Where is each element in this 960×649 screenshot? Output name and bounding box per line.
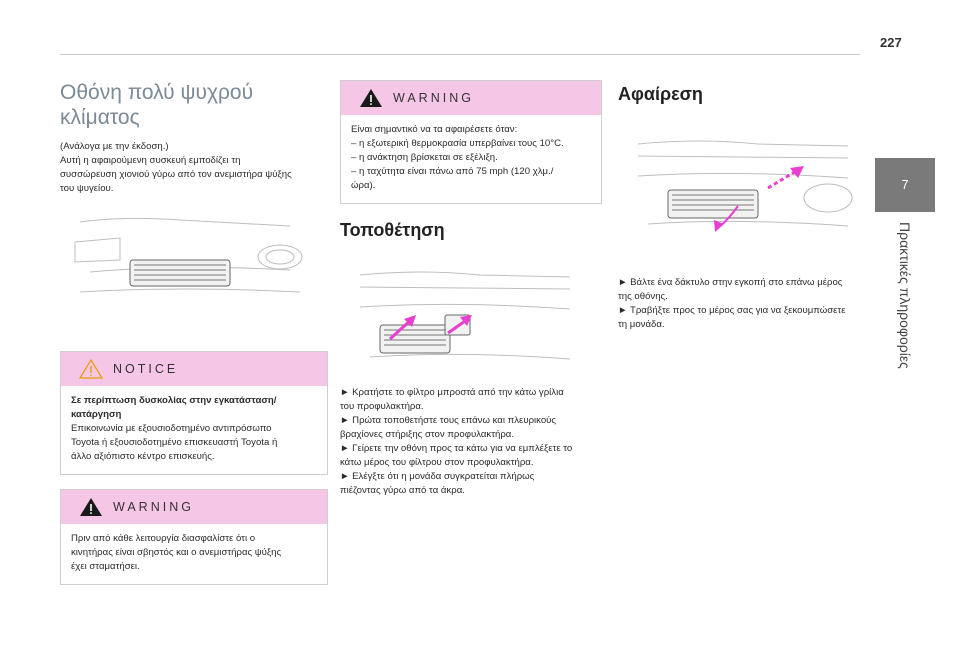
section-heading-removal: Αφαίρεση [618, 84, 703, 104]
notice-body: Σε περίπτωση δυσκολίας στην εγκατάσταση/… [61, 386, 327, 474]
intro-line: (Ανάλογα με την έκδοση.) [60, 141, 169, 152]
warning-line: – η ταχύτητα είναι πάνω από 75 mph (120 … [351, 166, 554, 177]
warning-triangle-icon [360, 89, 382, 107]
intro-line: του ψυγείου. [60, 183, 114, 194]
step-line: του προφυλακτήρα. [340, 401, 424, 412]
column-3: Αφαίρεση ► Βάλτε ένα δάκτυλο στην εγκοπή… [618, 80, 870, 332]
pull-arrow-head [790, 166, 804, 178]
warning-line: κινητήρας είναι σβηστός και ο ανεμιστήρα… [71, 547, 282, 558]
section-heading-installation: Τοποθέτηση [340, 220, 445, 240]
chapter-title: Πρακτικές πληροφορίες [897, 222, 913, 369]
notice-title-line: Σε περίπτωση δυσκολίας στην εγκατάσταση/ [71, 395, 277, 406]
warning-line: ώρα). [351, 180, 376, 191]
notice-title-line: κατάργηση [71, 409, 122, 420]
column-1: Οθόνη πολύ ψυχρού κλίματος (Ανάλογα με τ… [60, 80, 328, 599]
warning-header: WARNING [341, 81, 601, 115]
step-line: τη μονάδα. [618, 319, 665, 330]
notice-triangle-icon [79, 359, 103, 379]
removal-steps: ► Βάλτε ένα δάκτυλο στην εγκοπή στο επάν… [618, 276, 870, 332]
notice-line: άλλο αξιόπιστο κέντρο επισκευής. [71, 451, 215, 462]
warning-header: WARNING [61, 490, 327, 524]
intro-line: Αυτή η αφαιρούμενη συσκευή εμποδίζει τη [60, 155, 241, 166]
warning-line: έχει σταματήσει. [71, 561, 140, 572]
warning-label: WARNING [113, 500, 194, 514]
top-rule [60, 54, 860, 55]
warning-box-1: WARNING Πριν από κάθε λειτουργία διασφαλ… [60, 489, 328, 585]
notice-header: NOTICE [61, 352, 327, 386]
step-line: ► Κρατήστε το φίλτρο μπροστά από την κάτ… [340, 387, 564, 398]
step-line: ► Βάλτε ένα δάκτυλο στην εγκοπή στο επάν… [618, 277, 843, 288]
installation-illustration [359, 271, 571, 360]
warning-label: WARNING [393, 91, 474, 105]
notice-line: Toyota ή εξουσιοδοτημένο επισκευαστή Toy… [71, 437, 278, 448]
installation-steps: ► Κρατήστε το φίλτρο μπροστά από την κάτ… [340, 386, 602, 498]
warning-body: Είναι σημαντικό να τα αφαιρέσετε όταν: –… [341, 115, 601, 203]
step-line: κάτω μέρος του φίλτρου στον προφυλακτήρα… [340, 457, 534, 468]
chapter-tab[interactable]: 7 [875, 158, 935, 212]
step-line: ► Ελέγξτε ότι η μονάδα συγκρατείται πλήρ… [340, 471, 535, 482]
warning-box-2: WARNING Είναι σημαντικό να τα αφαιρέσετε… [340, 80, 602, 204]
bumper-screen-illustration [74, 217, 303, 293]
removal-illustration [637, 140, 853, 232]
step-line: ► Πρώτα τοποθετήστε τους επάνω και πλευρ… [340, 415, 557, 426]
notice-box: NOTICE Σε περίπτωση δυσκολίας στην εγκατ… [60, 351, 328, 475]
warning-line: Πριν από κάθε λειτουργία διασφαλίστε ότι… [71, 533, 256, 544]
step-line: ► Τραβήξτε προς το μέρος σας για να ξεκο… [618, 305, 846, 316]
page-number: 227 [880, 35, 902, 50]
warning-line: Είναι σημαντικό να τα αφαιρέσετε όταν: [351, 124, 518, 135]
warning-triangle-icon [80, 498, 102, 516]
intro-text: (Ανάλογα με την έκδοση.) Αυτή η αφαιρούμ… [60, 140, 328, 196]
step-line: ► Γείρετε την οθόνη προς τα κάτω για να … [340, 443, 573, 454]
notice-label: NOTICE [113, 362, 179, 376]
notice-line: Επικοινωνία με εξουσιοδοτημένο αντιπρόσω… [71, 423, 272, 434]
step-line: πιέζοντας γύρω από τα άκρα. [340, 485, 465, 496]
step-line: της οθόνης. [618, 291, 668, 302]
warning-body: Πριν από κάθε λειτουργία διασφαλίστε ότι… [61, 524, 327, 584]
section-heading-cold-screen: Οθόνη πολύ ψυχρού κλίματος [60, 81, 254, 129]
warning-line: – η εξωτερική θερμοκρασία υπερβαίνει του… [351, 138, 564, 149]
intro-line: συσσώρευση χιονιού γύρω από τον ανεμιστή… [60, 169, 292, 180]
warning-line: – η ανάκτηση βρίσκεται σε εξέλιξη. [351, 152, 498, 163]
column-2: WARNING Είναι σημαντικό να τα αφαιρέσετε… [340, 80, 602, 498]
step-line: βραχίονες στήριξης στον προφυλακτήρα. [340, 429, 514, 440]
